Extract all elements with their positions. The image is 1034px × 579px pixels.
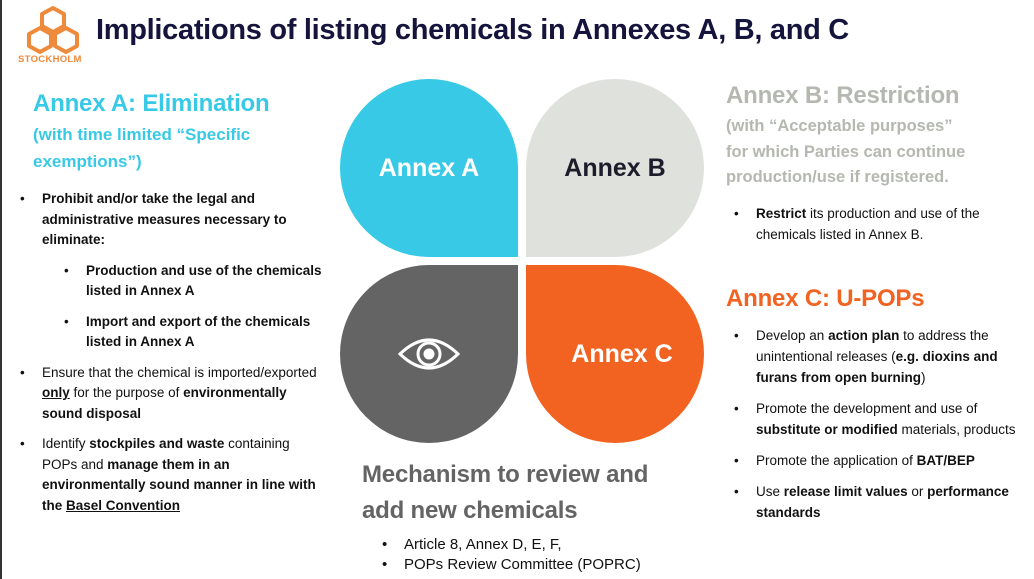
bullet-text: materials, products [897,422,1016,437]
bullet-text: Production and use of the chemicals list… [86,262,322,299]
bullet-item: Restrict its production and use of the c… [734,204,1016,245]
bullet-item: Import and export of the chemicals liste… [64,312,327,353]
bullet-text: Restrict [756,206,807,221]
annex-b-subtitle-line: for which Parties can continue [726,142,966,161]
annex-b-subtitle: (with “Acceptable purposes” for which Pa… [726,114,965,191]
annex-b-heading: Annex B: Restriction [726,82,960,109]
annex-c-label: Annex C [571,339,673,368]
bullet-text: Ensure that the chemical is imported/exp… [42,364,317,380]
annex-b-petal: Annex B [526,79,704,257]
bullet-text: substitute or modified [756,422,898,437]
annex-a-subtitle: (with time limited “Specific exemptions”… [33,121,250,175]
annex-a-bullets: Prohibit and/or take the legal and admin… [20,189,327,516]
bullet-text: ) [921,370,926,385]
mechanism-heading: Mechanism to review and add new chemical… [362,457,648,529]
bullet-text: POPs Review Committee (POPRC) [404,556,641,573]
annex-a-subtitle-line: (with time limited “Specific [33,125,251,144]
bullet-text: its production and use of the chemicals … [756,206,980,242]
mechanism-heading-line: Mechanism to review and [362,461,649,488]
bullet-text: for the purpose of [69,385,184,400]
bullet-text: performance standards [756,484,1009,520]
bullet-text: or [907,484,928,499]
annex-c-heading: Annex C: U-POPs [726,285,925,312]
bullet-text: Identify [42,436,90,451]
annex-a-heading: Annex A: Elimination [33,90,270,117]
bullet-text: Basel Convention [66,497,181,513]
bullet-item: POPs Review Committee (POPRC) [382,555,704,575]
annex-a-petal: Annex A [340,79,518,257]
bullet-text: BAT/BEP [916,453,975,468]
bullet-item: Promote the application of BAT/BEP [734,450,1031,471]
stockholm-logo [27,6,79,54]
bullet-text: manage them in an environmentally sound … [42,456,316,513]
bullet-item: Use release limit values or performance … [734,481,1031,523]
bullet-text: Prohibit and/or take the legal and admin… [42,191,287,247]
bullet-text: Import and export of the chemicals liste… [86,313,311,350]
bullet-text: action plan [828,328,900,343]
bullet-text: release limit values [783,484,908,499]
bullet-item: Develop an action plan to address the un… [734,325,1031,388]
bullet-text: only [42,385,70,400]
bullet-item: Prohibit and/or take the legal and admin… [20,189,327,251]
bullet-text: Use [756,484,784,499]
bullet-text: containing POPs and [42,436,290,472]
mechanism-bullets: Article 8, Annex D, E, F, POPs Review Com… [382,535,704,575]
annex-c-petal: Annex C [526,265,704,443]
bullet-text: e.g. dioxins and furans from open burnin… [756,349,998,385]
bullet-item: Promote the development and use of subst… [734,398,1031,440]
bullet-text: Promote the application of [756,453,917,468]
annex-b-label: Annex B [564,153,666,182]
annex-b-bullets: Restrict its production and use of the c… [734,204,1016,245]
bullet-text: to address the unintentional releases ( [756,328,989,364]
bullet-text: Promote the development and use of [756,401,978,416]
bullet-text: environmentally sound disposal [42,385,287,421]
annex-b-subtitle-line: production/use if registered. [726,168,949,186]
bullet-item: Production and use of the chemicals list… [64,261,327,302]
bullet-text: Develop an [756,328,829,343]
mechanism-petal [340,265,518,443]
annex-b-subtitle-line: (with “Acceptable purposes” [726,117,953,135]
bullet-text: Article 8, Annex D, E, F, [404,536,562,553]
annex-a-label: Annex A [378,153,480,182]
annex-c-bullets: Develop an action plan to address the un… [734,325,1031,523]
bullet-item: Ensure that the chemical is imported/exp… [20,363,327,425]
bullet-text: stockpiles and waste [89,436,225,451]
eye-icon [397,338,461,370]
annex-a-subtitle-line: exemptions”) [33,152,142,171]
bullet-item: Article 8, Annex D, E, F, [382,535,704,555]
logo-text: STOCKHOLM [18,54,82,65]
mechanism-heading-line: add new chemicals [362,497,578,524]
page-title: Implications of listing chemicals in Ann… [96,14,849,46]
bullet-item: Identify stockpiles and waste containing… [20,434,327,516]
